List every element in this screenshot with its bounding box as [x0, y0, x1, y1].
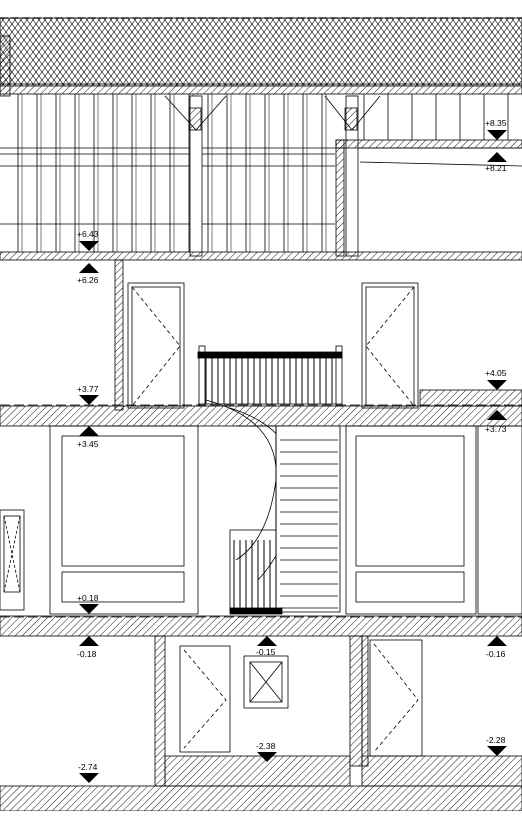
- level-marker-4: +6.26: [77, 263, 99, 285]
- level-marker-15: -2.74: [78, 762, 99, 783]
- level-label-14: -2.28: [486, 735, 506, 745]
- basement: [0, 635, 522, 812]
- level-marker-6: +3.77: [77, 384, 99, 405]
- level-label-5: +4.05: [485, 368, 507, 378]
- level-label-4: +6.26: [77, 275, 99, 285]
- level-markers: +8.35 +8.21 +6.43 +6.26 +4.05 +3.77 +3.7…: [77, 118, 507, 783]
- ground-slab: [0, 615, 522, 637]
- level-marker-2: +8.21: [485, 152, 507, 173]
- level-marker-1: +8.35: [485, 118, 507, 140]
- level-label-9: +0.18: [77, 593, 99, 603]
- level-label-1: +8.35: [485, 118, 507, 128]
- roof-truss: [0, 94, 522, 257]
- level-marker-3: +6.43: [77, 229, 99, 251]
- level-marker-8: +3.45: [77, 426, 99, 449]
- level-marker-12: -0.16: [486, 636, 507, 659]
- first-floor-slab: [0, 389, 522, 427]
- level-label-10: -0.18: [77, 649, 97, 659]
- level-marker-5: +4.05: [485, 368, 507, 390]
- upper-door-right: [361, 282, 419, 409]
- level-marker-10: -0.18: [77, 636, 99, 659]
- level-marker-13: -2.38: [256, 741, 277, 762]
- level-marker-11: -0.15: [256, 636, 277, 657]
- level-label-2: +8.21: [485, 163, 507, 173]
- level-label-8: +3.45: [77, 439, 99, 449]
- upper-door-left: [127, 282, 185, 409]
- level-marker-14: -2.28: [486, 735, 507, 756]
- level-label-6: +3.77: [77, 384, 99, 394]
- level-label-7: +3.73: [485, 424, 507, 434]
- level-label-15: -2.74: [78, 762, 98, 772]
- ground-floor-panels: [0, 425, 522, 615]
- level-label-12: -0.16: [486, 649, 506, 659]
- balustrade-upper: [197, 345, 343, 407]
- level-marker-7: +3.73: [485, 410, 507, 434]
- level-marker-9: +0.18: [77, 593, 99, 614]
- spiral-stair: [205, 399, 341, 615]
- level-label-11: -0.15: [256, 647, 276, 657]
- level-label-13: -2.38: [256, 741, 276, 751]
- roof: [0, 17, 522, 97]
- level-label-3: +6.43: [77, 229, 99, 239]
